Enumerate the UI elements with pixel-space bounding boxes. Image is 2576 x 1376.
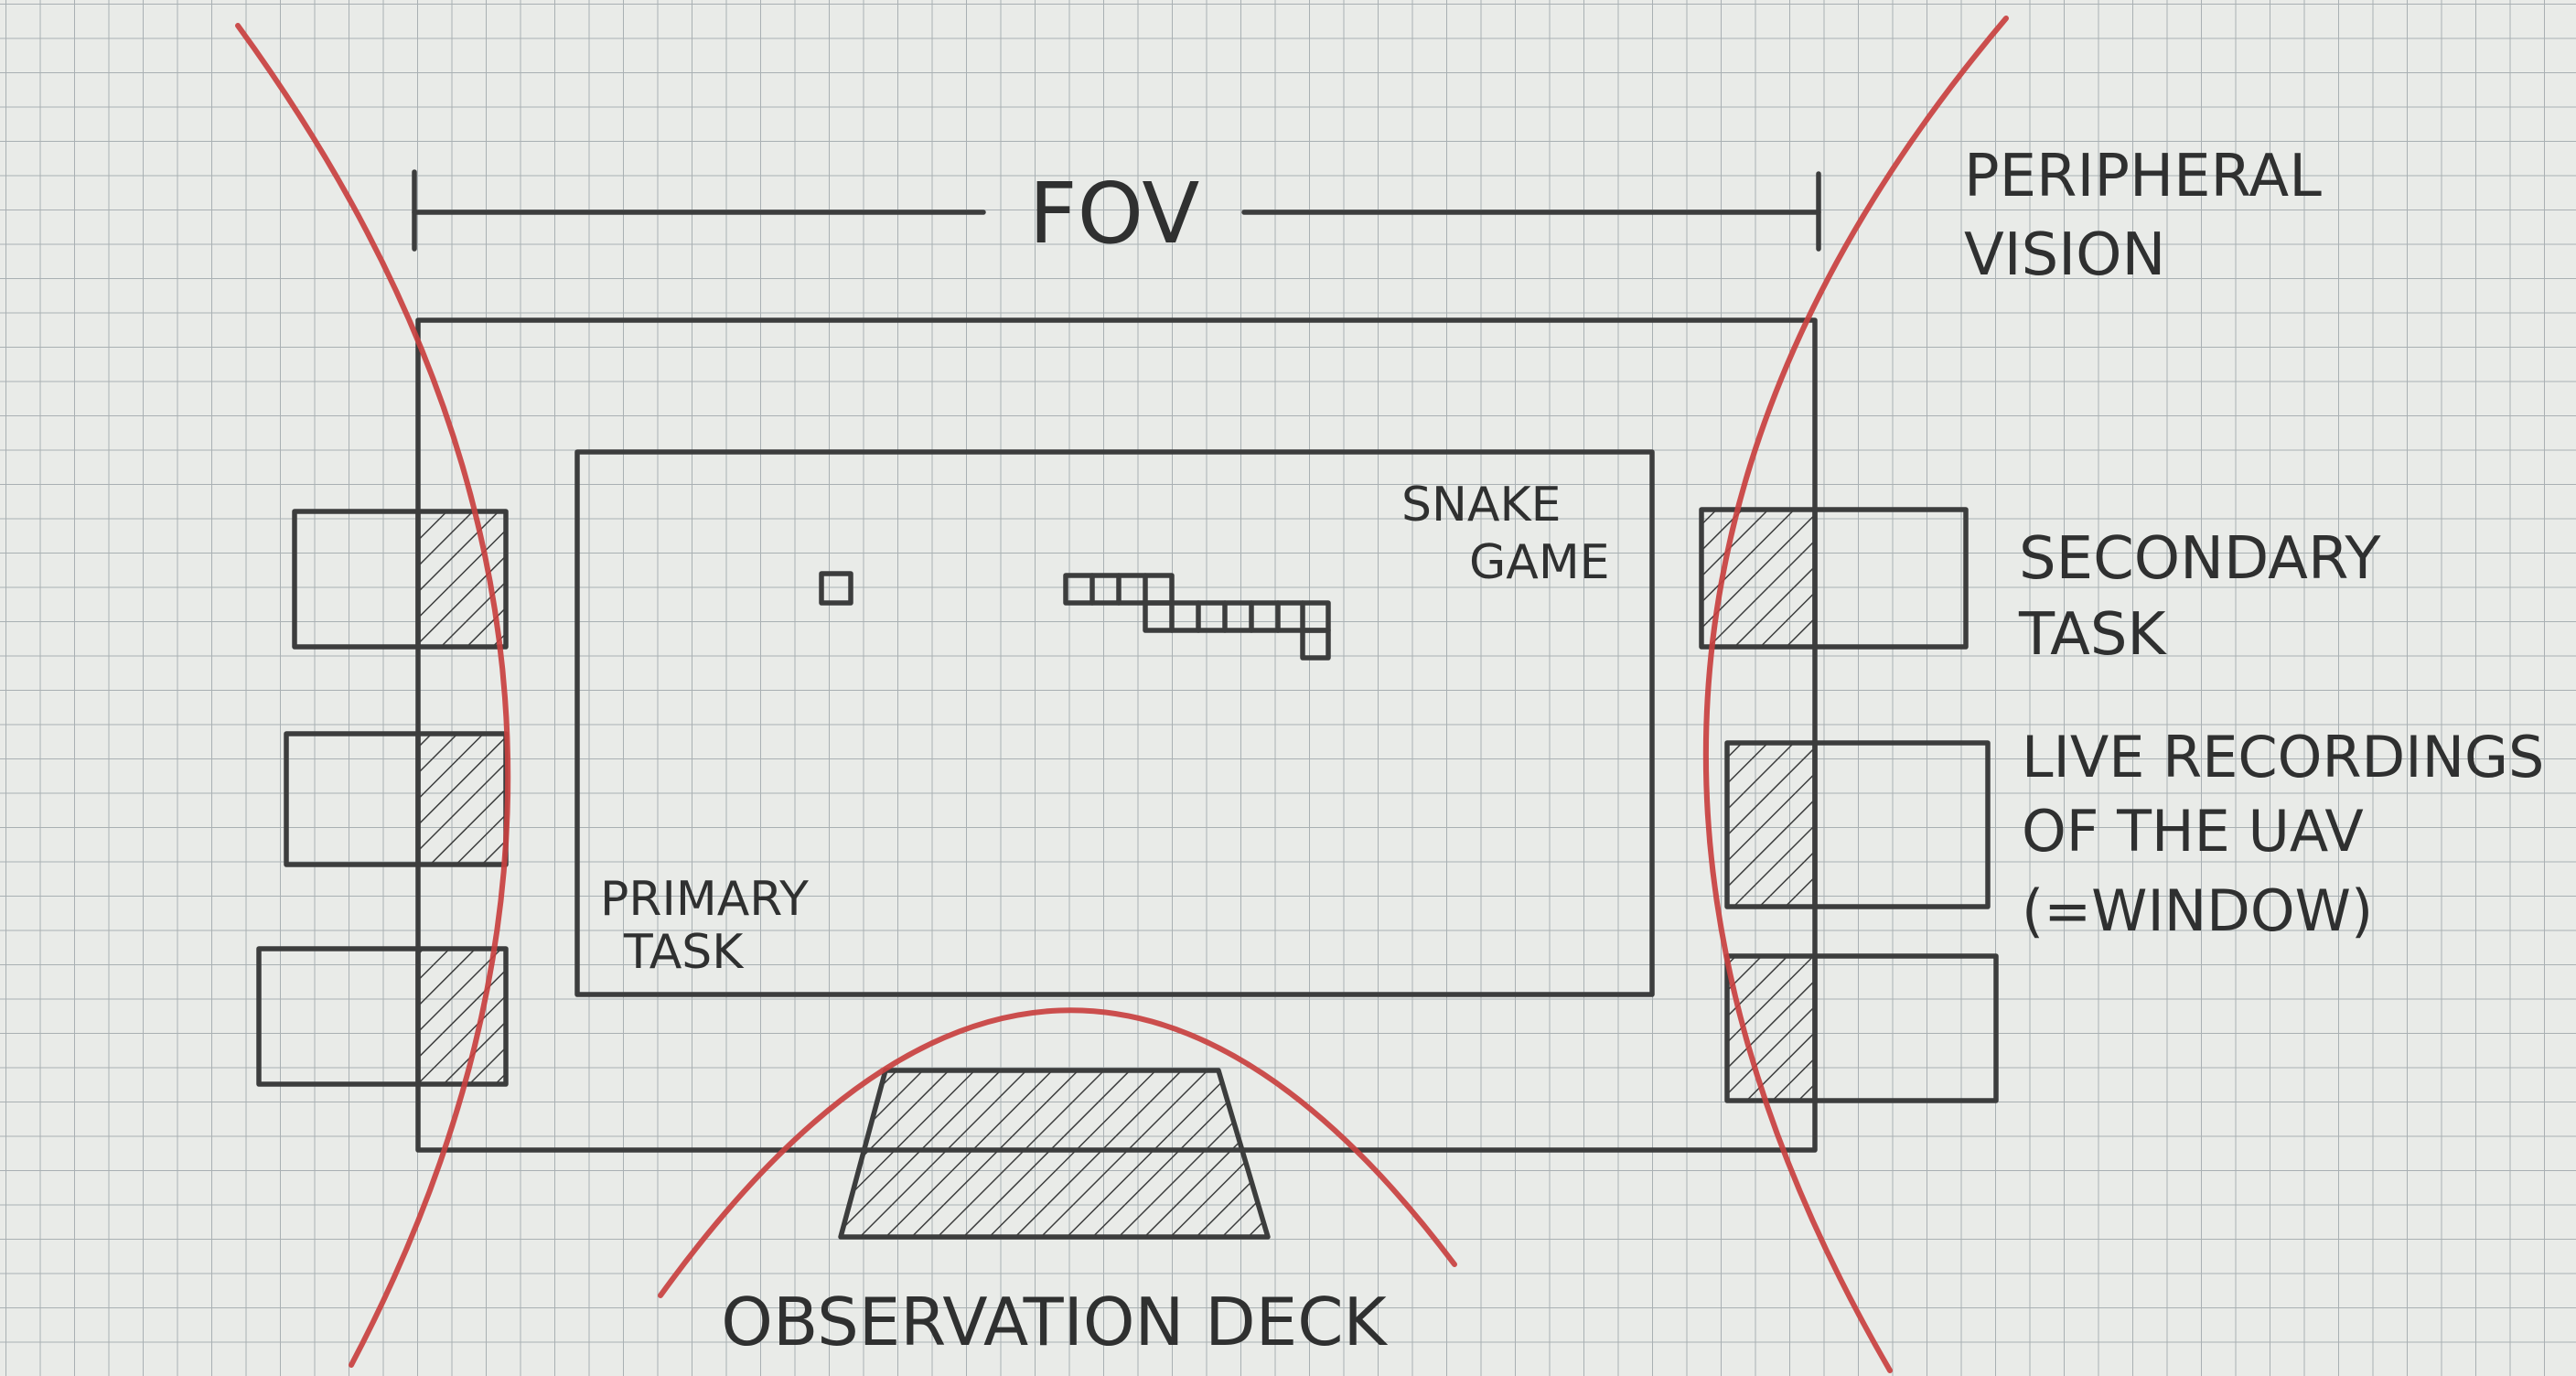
peripheral-boundary-left	[235, 23, 511, 1368]
snake-game-label-line-2: GAME	[1469, 535, 1610, 590]
live-recordings-label-line-2: OF THE UAV	[2022, 798, 2364, 865]
peripheral-boundary-right	[1703, 16, 2009, 1373]
live-recordings-label-line-3: (=WINDOW)	[2022, 877, 2373, 944]
peripheral-vision-label-line-2: VISION	[1964, 221, 2165, 289]
snake-game-label-line-1: SNAKE	[1401, 478, 1561, 532]
snake-food	[819, 571, 853, 606]
primary-task-label-line-2: TASK	[623, 925, 745, 980]
live-recordings-label-line-1: LIVE RECORDINGS	[2022, 724, 2544, 790]
fov-label: FOV	[1029, 165, 1200, 263]
fov-dimension-line	[412, 169, 1821, 252]
secondary-task-label-line-1: SECONDARY	[2019, 525, 2381, 593]
observation-deck-label: OBSERVATION DECK	[721, 1284, 1388, 1360]
peripheral-vision-label-line-1: PERIPHERAL	[1964, 143, 2322, 210]
primary-task-label-line-1: PRIMARY	[600, 872, 809, 927]
live-recording-box-1	[1724, 740, 1991, 909]
primary-task-window	[574, 449, 1655, 997]
observation-deck-shape	[838, 1068, 1271, 1240]
snake-body	[1063, 573, 1331, 661]
observation-deck-vision-arc	[658, 1007, 1457, 1298]
secondary-task-label-line-2: TASK	[2018, 601, 2168, 669]
left-secondary-box-2	[284, 731, 509, 867]
